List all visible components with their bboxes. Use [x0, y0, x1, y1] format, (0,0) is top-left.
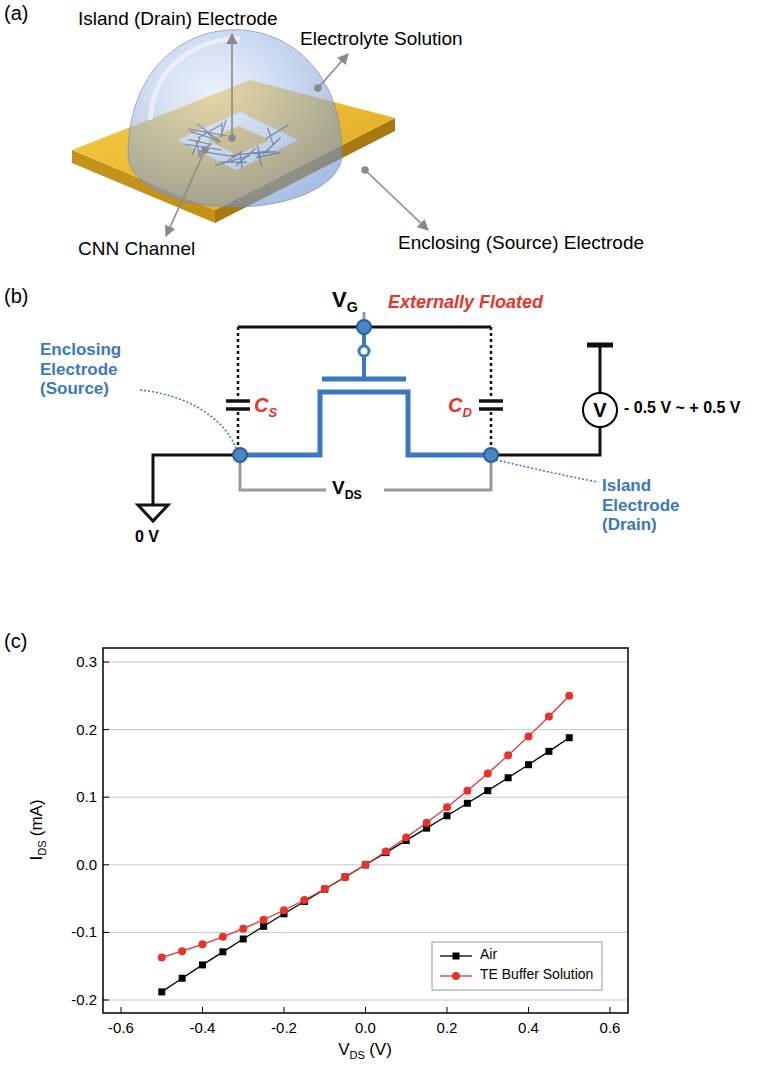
- label-text: -0.2: [271, 1019, 297, 1036]
- label-text: -0.6: [108, 1019, 134, 1036]
- subscript: S: [268, 405, 277, 420]
- label-text: 0.4: [518, 1019, 539, 1036]
- label-text: - 0.5 V ~ + 0.5 V: [624, 399, 741, 416]
- label: 0.2: [437, 1019, 458, 1036]
- subscript: DS: [345, 488, 362, 502]
- label-text: V: [332, 287, 347, 312]
- label: -0.1: [71, 924, 97, 941]
- label: 0.3: [76, 653, 97, 670]
- subscript: DS: [36, 840, 48, 855]
- legend-text: TE Buffer Solution: [480, 966, 593, 982]
- label-text: C: [254, 394, 268, 416]
- subscript: G: [347, 299, 358, 315]
- label: Electrolyte Solution: [300, 28, 463, 50]
- label-text: Enclosing Electrode (Source): [40, 340, 121, 398]
- label-text: 0.0: [76, 856, 97, 873]
- label: CNN Channel: [78, 238, 195, 260]
- electrolyte-dome: [128, 30, 342, 207]
- voltmeter-circle: V: [582, 392, 618, 428]
- label: VDS (V): [338, 1040, 392, 1062]
- label-text: V: [338, 1040, 349, 1059]
- label: Enclosing (Source) Electrode: [398, 232, 644, 254]
- label-text: 0 V: [135, 528, 159, 545]
- label-text: Enclosing (Source) Electrode: [398, 232, 644, 253]
- label: CD: [448, 394, 472, 421]
- label-text: (V): [369, 1040, 392, 1059]
- label-text: (a): [4, 2, 28, 24]
- label-text: -0.4: [190, 1019, 216, 1036]
- label-text: 0.0: [355, 1019, 376, 1036]
- label: 0.2: [76, 721, 97, 738]
- label: VG: [332, 287, 358, 316]
- iv-chart: [103, 648, 628, 1013]
- leader-arrows: [166, 34, 428, 236]
- dome-highlight: [150, 38, 240, 120]
- label-text: 0.1: [76, 789, 97, 806]
- label: (c): [4, 630, 27, 653]
- label-text: (b): [4, 285, 28, 307]
- label-text: (mA): [27, 799, 46, 836]
- label: VDS: [332, 477, 362, 502]
- label: -0.6: [108, 1019, 134, 1036]
- label-text: CNN Channel: [78, 238, 195, 259]
- label: Island Electrode (Drain): [602, 476, 712, 535]
- label-text: V: [332, 477, 345, 498]
- label-text: 0.3: [76, 653, 97, 670]
- label: 0.4: [518, 1019, 539, 1036]
- label-text: Island Electrode (Drain): [602, 476, 679, 534]
- legend-text: Air: [480, 946, 497, 962]
- label: 0.6: [600, 1019, 621, 1036]
- label-text: C: [448, 394, 462, 416]
- label: -0.2: [71, 991, 97, 1008]
- label-text: I: [27, 856, 46, 861]
- label: 0.0: [355, 1019, 376, 1036]
- label: -0.4: [190, 1019, 216, 1036]
- label: -0.2: [271, 1019, 297, 1036]
- label-text: 0.6: [600, 1019, 621, 1036]
- label-text: 0.2: [437, 1019, 458, 1036]
- legend-entry: Air: [480, 946, 497, 962]
- label: CS: [254, 394, 277, 421]
- label: Enclosing Electrode (Source): [40, 340, 140, 399]
- label: Island (Drain) Electrode: [78, 8, 278, 30]
- label: 0.1: [76, 789, 97, 806]
- label: (b): [4, 285, 28, 308]
- legend-entry: TE Buffer Solution: [480, 966, 593, 982]
- circuit: [138, 312, 613, 521]
- label-text: 0.2: [76, 721, 97, 738]
- label-text: (c): [4, 630, 27, 652]
- label-text: Externally Floated: [388, 292, 543, 312]
- label: - 0.5 V ~ + 0.5 V: [624, 399, 741, 417]
- label: (a): [4, 2, 28, 25]
- label: IDS (mA): [27, 799, 49, 860]
- label: 0.0: [76, 856, 97, 873]
- label-text: -0.1: [71, 924, 97, 941]
- subscript: D: [462, 405, 471, 420]
- label-text: Island (Drain) Electrode: [78, 8, 278, 29]
- label-text: Electrolyte Solution: [300, 28, 463, 49]
- label: 0 V: [135, 528, 159, 546]
- node-text: V: [593, 399, 606, 422]
- subscript: DS: [350, 1049, 365, 1061]
- label-text: -0.2: [71, 991, 97, 1008]
- label: Externally Floated: [388, 292, 543, 313]
